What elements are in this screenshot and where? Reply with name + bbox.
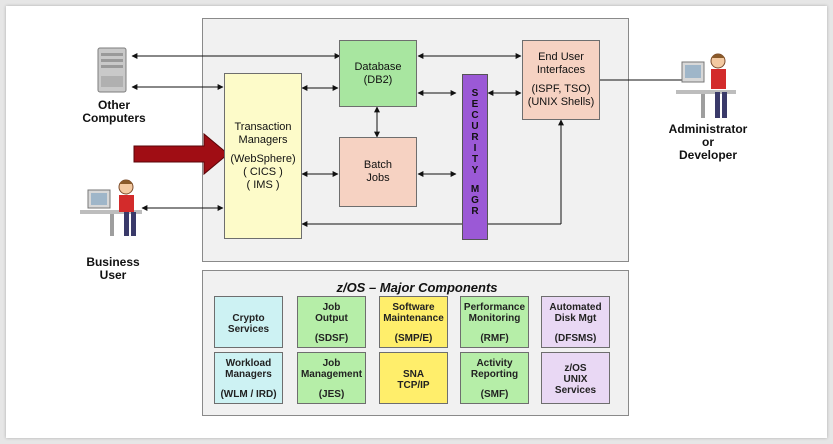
end-user-interfaces-box: End User Interfaces (ISPF, TSO) (UNIX Sh… [522,40,600,120]
comp-name-line: Managers [225,369,272,380]
component-activity-reporting: Activity Reporting (SMF) [460,352,529,404]
sec-letter: I [473,143,477,154]
comp-sub: (JES) [318,389,345,400]
database-line-2: (DB2) [363,73,393,86]
comp-name-line: Disk Mgt [554,313,597,324]
input-arrow [133,132,229,176]
comp-sub: (SMF) [480,389,509,400]
component-sna-tcpip: SNA TCP/IP [379,352,448,404]
component-performance-monitoring: Performance Monitoring (RMF) [460,296,529,348]
sec-letter: R [471,132,479,143]
comp-name-line: Performance [463,302,526,313]
sec-letter: R [471,206,479,217]
transaction-managers-box: Transaction Managers (WebSphere) ( CICS … [224,73,302,239]
other-computers-line-1: Other [97,98,130,112]
component-job-output: Job Output (SDSF) [297,296,366,348]
comp-name-line: Management [300,369,363,380]
comp-name-line: Services [554,385,597,396]
server-icon [97,47,127,93]
component-automated-disk-mgt: Automated Disk Mgt (DFSMS) [541,296,610,348]
component-workload-managers: Workload Managers (WLM / IRD) [214,352,283,404]
comp-name-line: Software [392,302,435,313]
sec-letter: T [471,154,479,165]
comp-name-line: Automated [549,302,602,313]
component-software-maintenance: Software Maintenance (SMP/E) [379,296,448,348]
sec-letter: E [471,99,479,110]
comp-name-line: Job [322,358,341,369]
components-title: z/OS – Major Components [336,280,498,295]
tm-line-1: Transaction [234,120,292,133]
comp-name-line: Output [315,313,348,324]
component-zos-unix-services: z/OS UNIX Services [541,352,610,404]
business-user-icon [80,179,142,236]
sec-letter: Y [471,165,479,176]
eu-line-1: End User [538,51,584,63]
sec-letter: G [471,195,479,206]
sec-letter: U [471,121,479,132]
other-computers-line-2: Computers [82,111,146,125]
comp-name-line: Reporting [470,369,519,380]
comp-name-line: SNA [402,369,425,380]
comp-sub: (SDSF) [314,333,349,344]
comp-name-line: TCP/IP [397,380,430,391]
database-line-1: Database [354,60,402,73]
connector-arrows [80,47,736,236]
tm-line-2: Managers [238,133,288,146]
comp-sub: (RMF) [480,333,509,344]
business-user-line-2: User [99,268,127,282]
comp-sub: (WLM / IRD) [220,389,277,400]
administrator-line-3: Developer [678,148,738,162]
batch-line-1: Batch [363,159,393,171]
slide-canvas: Transaction Managers (WebSphere) ( CICS … [6,6,827,438]
comp-name-line: Monitoring [468,313,521,324]
component-job-management: Job Management (JES) [297,352,366,404]
comp-name-line: Workload [225,358,272,369]
tm-line-4: (WebSphere) [230,152,296,165]
comp-sub: (SMP/E) [394,333,433,344]
component-crypto-services: Crypto Services [214,296,283,348]
business-user-line-1: Business [86,255,140,269]
sec-letter: C [471,110,479,121]
administrator-label: Administrator or Developer [658,123,758,162]
tm-line-5: ( CICS ) [243,165,283,178]
comp-name-line: Crypto [232,313,265,324]
database-box: Database (DB2) [339,40,417,107]
administrator-icon [676,53,736,118]
comp-name-line: UNIX [563,374,588,385]
comp-sub: (DFSMS) [554,333,597,344]
comp-name-line: Services [227,324,270,335]
administrator-line-2: or [702,135,714,149]
comp-name-line: Activity [476,358,513,369]
comp-name-line: z/OS [564,363,587,374]
comp-name-line: Maintenance [383,313,444,324]
comp-name-line: Job [322,302,341,313]
eu-line-5: (UNIX Shells) [527,96,595,108]
batch-jobs-box: Batch Jobs [339,137,417,207]
sec-letter: S [471,88,479,99]
eu-line-4: (ISPF, TSO) [531,83,591,95]
security-manager-bar: S E C U R I T Y M G R [462,74,488,240]
batch-line-2: Jobs [366,172,390,184]
other-computers-label: Other Computers [76,99,152,125]
tm-line-6: ( IMS ) [246,178,280,191]
eu-line-2: Interfaces [536,64,586,76]
sec-letter: M [470,184,480,195]
business-user-label: Business User [78,256,148,282]
administrator-line-1: Administrator [668,122,748,136]
